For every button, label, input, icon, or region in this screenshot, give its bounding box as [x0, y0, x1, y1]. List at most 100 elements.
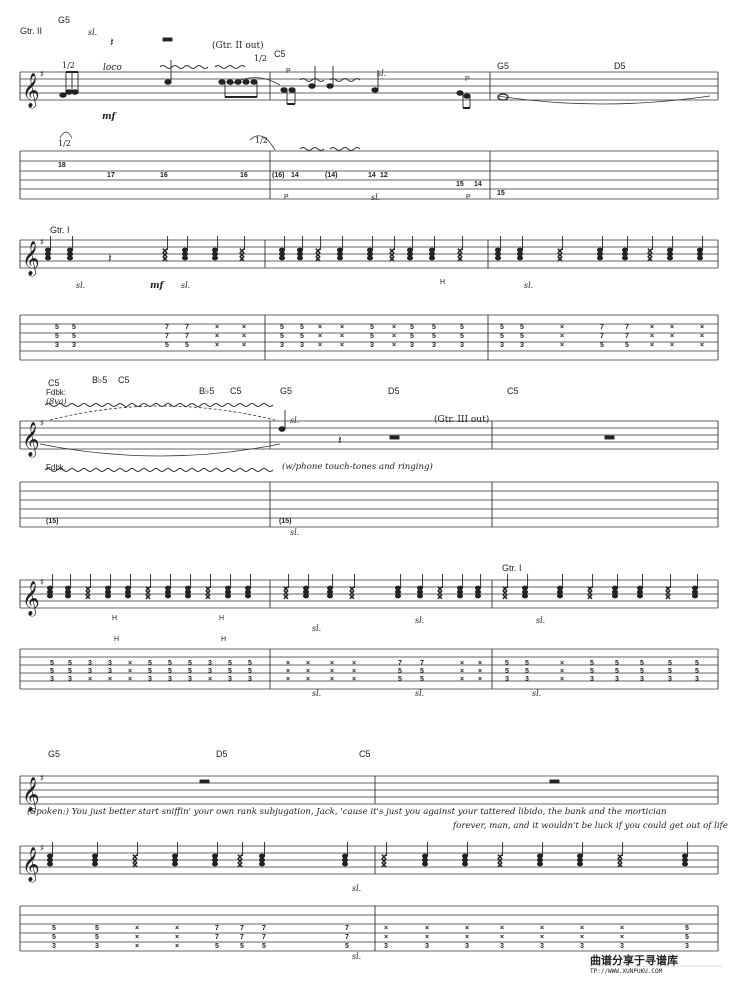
svg-text:×: × — [502, 589, 508, 597]
chord-label: D5 — [614, 61, 626, 71]
svg-text:3: 3 — [370, 342, 374, 349]
chord-label: C5 — [48, 378, 60, 388]
svg-text:5: 5 — [370, 324, 374, 331]
svg-text:5: 5 — [300, 333, 304, 340]
svg-text:×: × — [145, 589, 151, 597]
svg-text:5: 5 — [615, 660, 619, 667]
svg-text:5: 5 — [525, 660, 529, 667]
svg-text:×: × — [162, 247, 168, 255]
svg-text:7: 7 — [420, 660, 424, 667]
svg-text:5: 5 — [228, 660, 232, 667]
svg-text:×: × — [330, 668, 334, 675]
svg-text:3: 3 — [95, 943, 99, 950]
svg-text:×: × — [560, 668, 564, 675]
svg-text:𝄽: 𝄽 — [110, 35, 114, 49]
svg-text:5: 5 — [420, 668, 424, 675]
svg-text:5: 5 — [188, 668, 192, 675]
svg-text:×: × — [465, 934, 469, 941]
svg-text:5: 5 — [300, 324, 304, 331]
svg-text:×: × — [315, 251, 321, 259]
dynamic-mf: mf — [150, 281, 164, 291]
svg-text:5: 5 — [500, 324, 504, 331]
svg-text:3: 3 — [432, 342, 436, 349]
svg-text:×: × — [620, 934, 624, 941]
svg-text:×: × — [650, 333, 654, 340]
svg-text:3: 3 — [228, 676, 232, 683]
svg-text:×: × — [580, 925, 584, 932]
svg-text:5: 5 — [55, 324, 59, 331]
svg-text:3: 3 — [580, 943, 584, 950]
svg-text:×: × — [557, 251, 563, 259]
chord-label: C5 — [230, 386, 242, 396]
svg-text:×: × — [306, 660, 310, 667]
svg-text:♯: ♯ — [40, 238, 44, 248]
svg-text:×: × — [175, 943, 179, 950]
svg-text:5: 5 — [345, 943, 349, 950]
svg-text:×: × — [145, 593, 151, 601]
svg-text:5: 5 — [228, 668, 232, 675]
svg-text:×: × — [502, 585, 508, 593]
svg-text:×: × — [650, 342, 654, 349]
svg-text:×: × — [392, 342, 396, 349]
svg-text:×: × — [497, 861, 503, 869]
svg-text:×: × — [205, 593, 211, 601]
svg-text:3: 3 — [148, 676, 152, 683]
svg-text:3: 3 — [520, 342, 524, 349]
svg-text:×: × — [457, 247, 463, 255]
svg-text:×: × — [318, 333, 322, 340]
svg-text:5: 5 — [505, 668, 509, 675]
svg-text:×: × — [700, 342, 704, 349]
svg-text:×: × — [242, 324, 246, 331]
tab-number: (15) — [46, 518, 59, 525]
chord-label: D5 — [388, 386, 400, 396]
svg-text:×: × — [384, 934, 388, 941]
svg-text:3: 3 — [280, 342, 284, 349]
svg-text:×: × — [135, 925, 139, 932]
tab-slide: sl. — [371, 193, 381, 202]
slide-mark: sl. — [290, 416, 300, 425]
svg-text:5: 5 — [215, 943, 219, 950]
svg-text:×: × — [670, 342, 674, 349]
svg-text:×: × — [239, 255, 245, 263]
svg-text:×: × — [478, 668, 482, 675]
svg-text:5: 5 — [50, 668, 54, 675]
svg-text:×: × — [330, 676, 334, 683]
svg-text:𝄽: 𝄽 — [108, 251, 112, 265]
spoken-lyric-line-1: (Spoken:) You just better start sniffin'… — [27, 807, 667, 817]
svg-text:×: × — [340, 333, 344, 340]
svg-text:7: 7 — [600, 324, 604, 331]
svg-text:5: 5 — [685, 934, 689, 941]
slide-mark: sl. — [312, 624, 322, 633]
tab-pull-off: P — [466, 194, 471, 201]
svg-text:𝄞: 𝄞 — [22, 777, 40, 813]
tab-number: (15) — [279, 518, 292, 525]
svg-text:5: 5 — [165, 342, 169, 349]
svg-text:5: 5 — [500, 333, 504, 340]
svg-text:×: × — [239, 251, 245, 259]
svg-text:×: × — [478, 660, 482, 667]
svg-text:×: × — [237, 853, 243, 861]
svg-text:×: × — [665, 593, 671, 601]
svg-text:5: 5 — [240, 943, 244, 950]
svg-text:3: 3 — [88, 668, 92, 675]
svg-text:×: × — [162, 251, 168, 259]
svg-text:𝄞: 𝄞 — [22, 241, 40, 277]
svg-text:5: 5 — [668, 660, 672, 667]
svg-text:×: × — [215, 333, 219, 340]
tab-number: 15 — [456, 181, 464, 188]
svg-text:×: × — [384, 925, 388, 932]
svg-text:5: 5 — [410, 333, 414, 340]
svg-text:5: 5 — [68, 668, 72, 675]
tab-number: 14 — [368, 172, 376, 179]
svg-text:5: 5 — [280, 324, 284, 331]
svg-text:×: × — [286, 660, 290, 667]
svg-text:×: × — [437, 589, 443, 597]
gtr1-label: Gtr. I — [502, 563, 522, 573]
svg-text:3: 3 — [525, 676, 529, 683]
svg-text:5: 5 — [188, 660, 192, 667]
svg-text:7: 7 — [398, 660, 402, 667]
gtr3-out: (Gtr. III out) — [434, 415, 490, 425]
svg-text:×: × — [665, 589, 671, 597]
svg-text:×: × — [389, 247, 395, 255]
